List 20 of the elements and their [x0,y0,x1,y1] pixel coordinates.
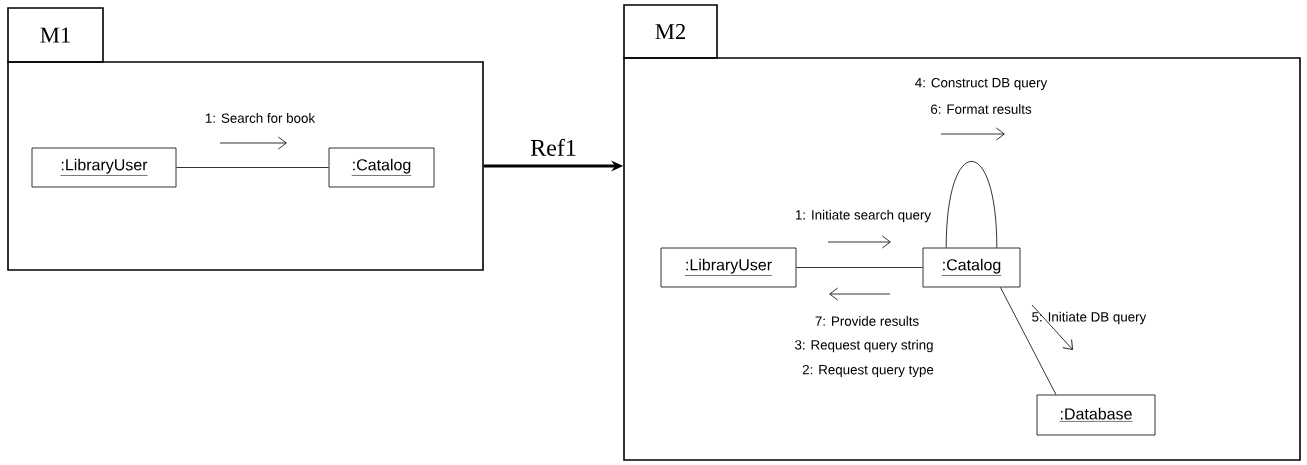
node-label: M1 [40,27,70,43]
connector [945,160,998,248]
object-box: :Database [1036,394,1156,436]
message-label: 7: Provide results [815,316,919,326]
object-box: :Catalog [328,147,435,188]
message-label: 2: Request query type [802,364,934,378]
connector [1000,287,1057,395]
message-label: 5: Initiate DB query [1032,311,1147,325]
node-label: M2 [655,23,685,40]
message-label: 6: Format results [931,104,1032,114]
object-box: :LibraryUser [31,147,177,188]
message-label: 4: Construct DB query [915,77,1048,91]
object-box: :Catalog [922,247,1021,288]
edge-label: Ref1 [530,138,576,156]
connector [796,267,923,268]
message-label: 1: Initiate search query [795,209,932,223]
connector [176,167,329,168]
message-label: 1: Search for book [205,113,316,123]
message-label: 3: Request query string [794,339,933,353]
object-box: :LibraryUser [660,247,797,288]
